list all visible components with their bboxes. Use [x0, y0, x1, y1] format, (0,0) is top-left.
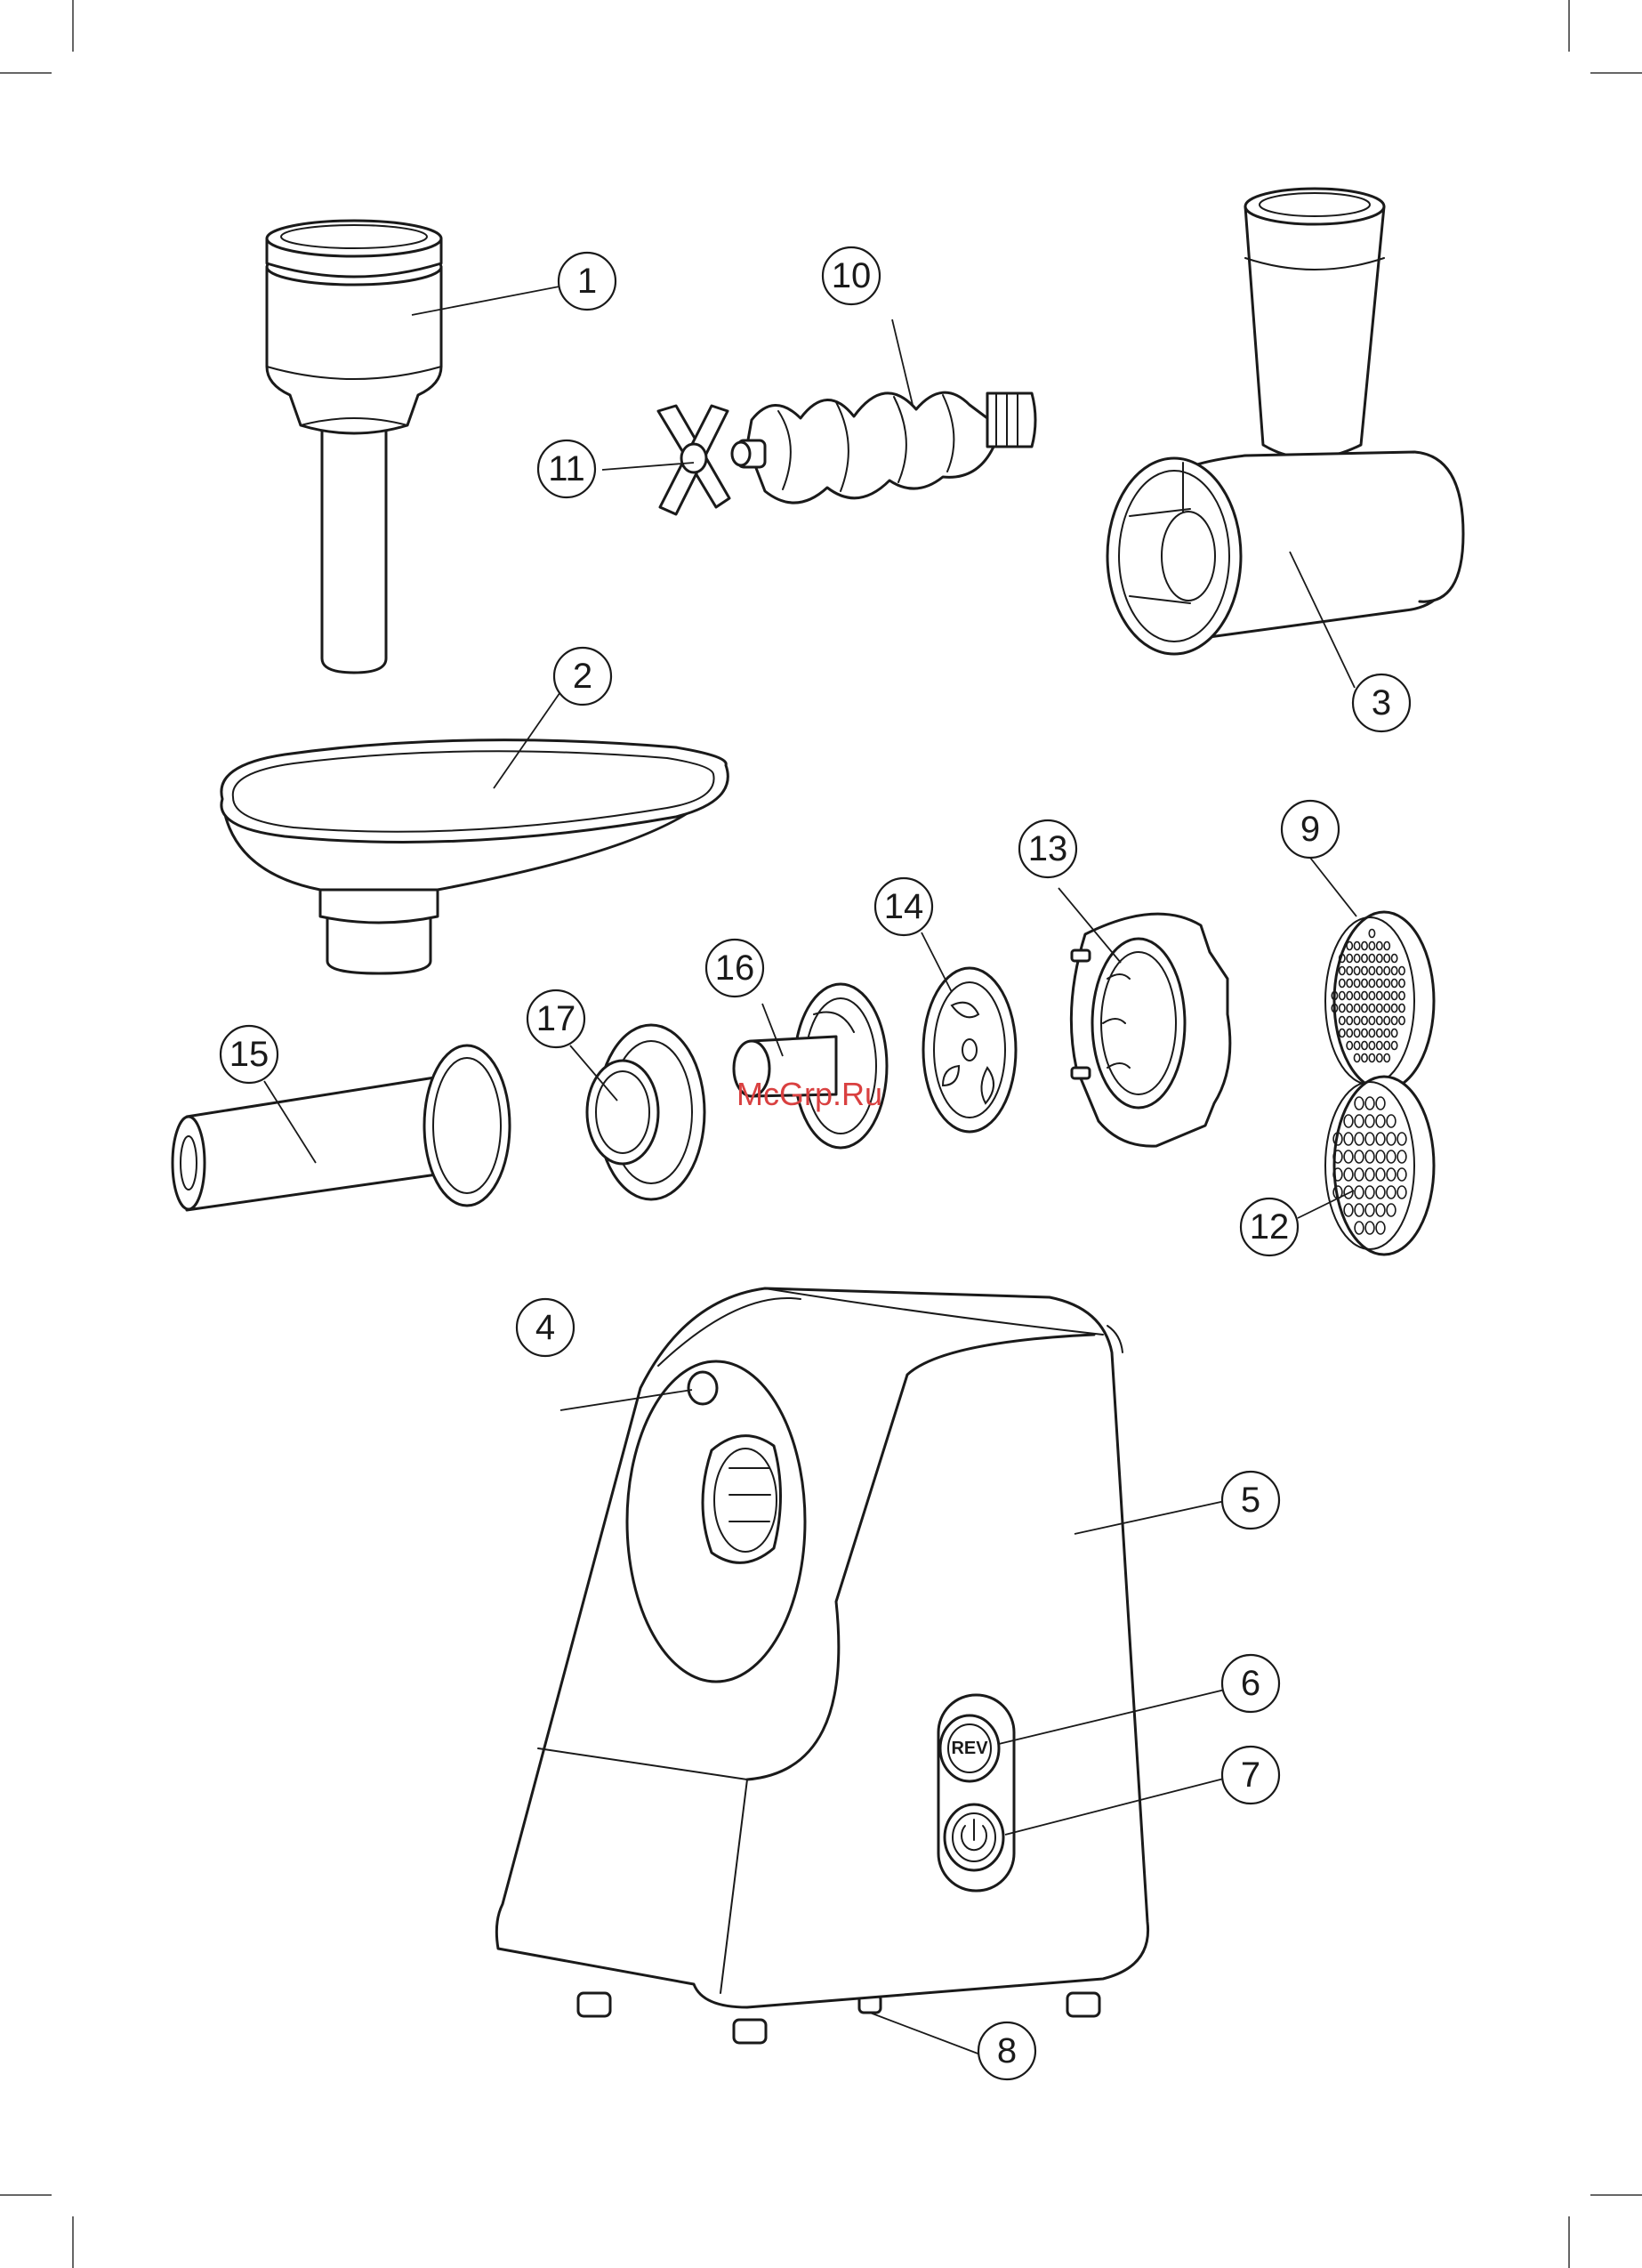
- spacer: [734, 984, 887, 1148]
- tray: [221, 740, 728, 973]
- svg-text:6: 6: [1241, 1664, 1260, 1703]
- callout-4: 4: [517, 1299, 574, 1356]
- callout-16: 16: [706, 940, 763, 997]
- callout-7: 7: [1222, 1747, 1279, 1804]
- rev-button-label: REV: [951, 1739, 988, 1758]
- svg-text:17: 17: [536, 999, 576, 1038]
- pusher: [267, 221, 441, 673]
- svg-text:5: 5: [1241, 1481, 1260, 1520]
- fine-plate: [1325, 912, 1434, 1090]
- coarse-plate: [1325, 1077, 1434, 1255]
- callout-5: 5: [1222, 1472, 1279, 1529]
- callout-3: 3: [1353, 674, 1410, 731]
- callout-10: 10: [823, 247, 880, 304]
- svg-text:1: 1: [577, 262, 597, 301]
- svg-text:7: 7: [1241, 1755, 1260, 1795]
- callout-15: 15: [221, 1026, 278, 1083]
- svg-text:10: 10: [832, 256, 872, 295]
- star-cutter: [923, 968, 1016, 1132]
- callout-14: 14: [875, 878, 932, 935]
- callout-6: 6: [1222, 1655, 1279, 1712]
- motor-housing: REV: [496, 1288, 1147, 2043]
- locking-ring: [1071, 914, 1229, 1146]
- seal-ring: [587, 1025, 704, 1199]
- svg-text:11: 11: [548, 449, 585, 488]
- callout-11: 11: [538, 440, 595, 497]
- svg-text:4: 4: [535, 1308, 555, 1347]
- watermark: McGrp.Ru: [736, 1076, 882, 1112]
- grinder-head: [1107, 189, 1463, 654]
- callout-17: 17: [527, 990, 584, 1047]
- svg-text:12: 12: [1250, 1207, 1290, 1247]
- callout-1: 1: [559, 253, 616, 310]
- svg-text:9: 9: [1300, 810, 1320, 849]
- callout-13: 13: [1019, 820, 1076, 877]
- svg-text:14: 14: [884, 887, 924, 926]
- svg-text:3: 3: [1372, 683, 1391, 722]
- svg-text:16: 16: [715, 948, 755, 988]
- callout-8: 8: [978, 2022, 1035, 2079]
- svg-text:2: 2: [573, 657, 592, 696]
- cross-blade: [658, 406, 729, 514]
- svg-text:13: 13: [1028, 829, 1068, 868]
- callout-12: 12: [1241, 1199, 1298, 1255]
- sausage-nozzle: [173, 1045, 510, 1210]
- callout-2: 2: [554, 648, 611, 705]
- auger-screw: [732, 392, 1035, 503]
- svg-text:8: 8: [997, 2031, 1017, 2070]
- callout-9: 9: [1282, 801, 1339, 858]
- svg-text:15: 15: [229, 1035, 270, 1074]
